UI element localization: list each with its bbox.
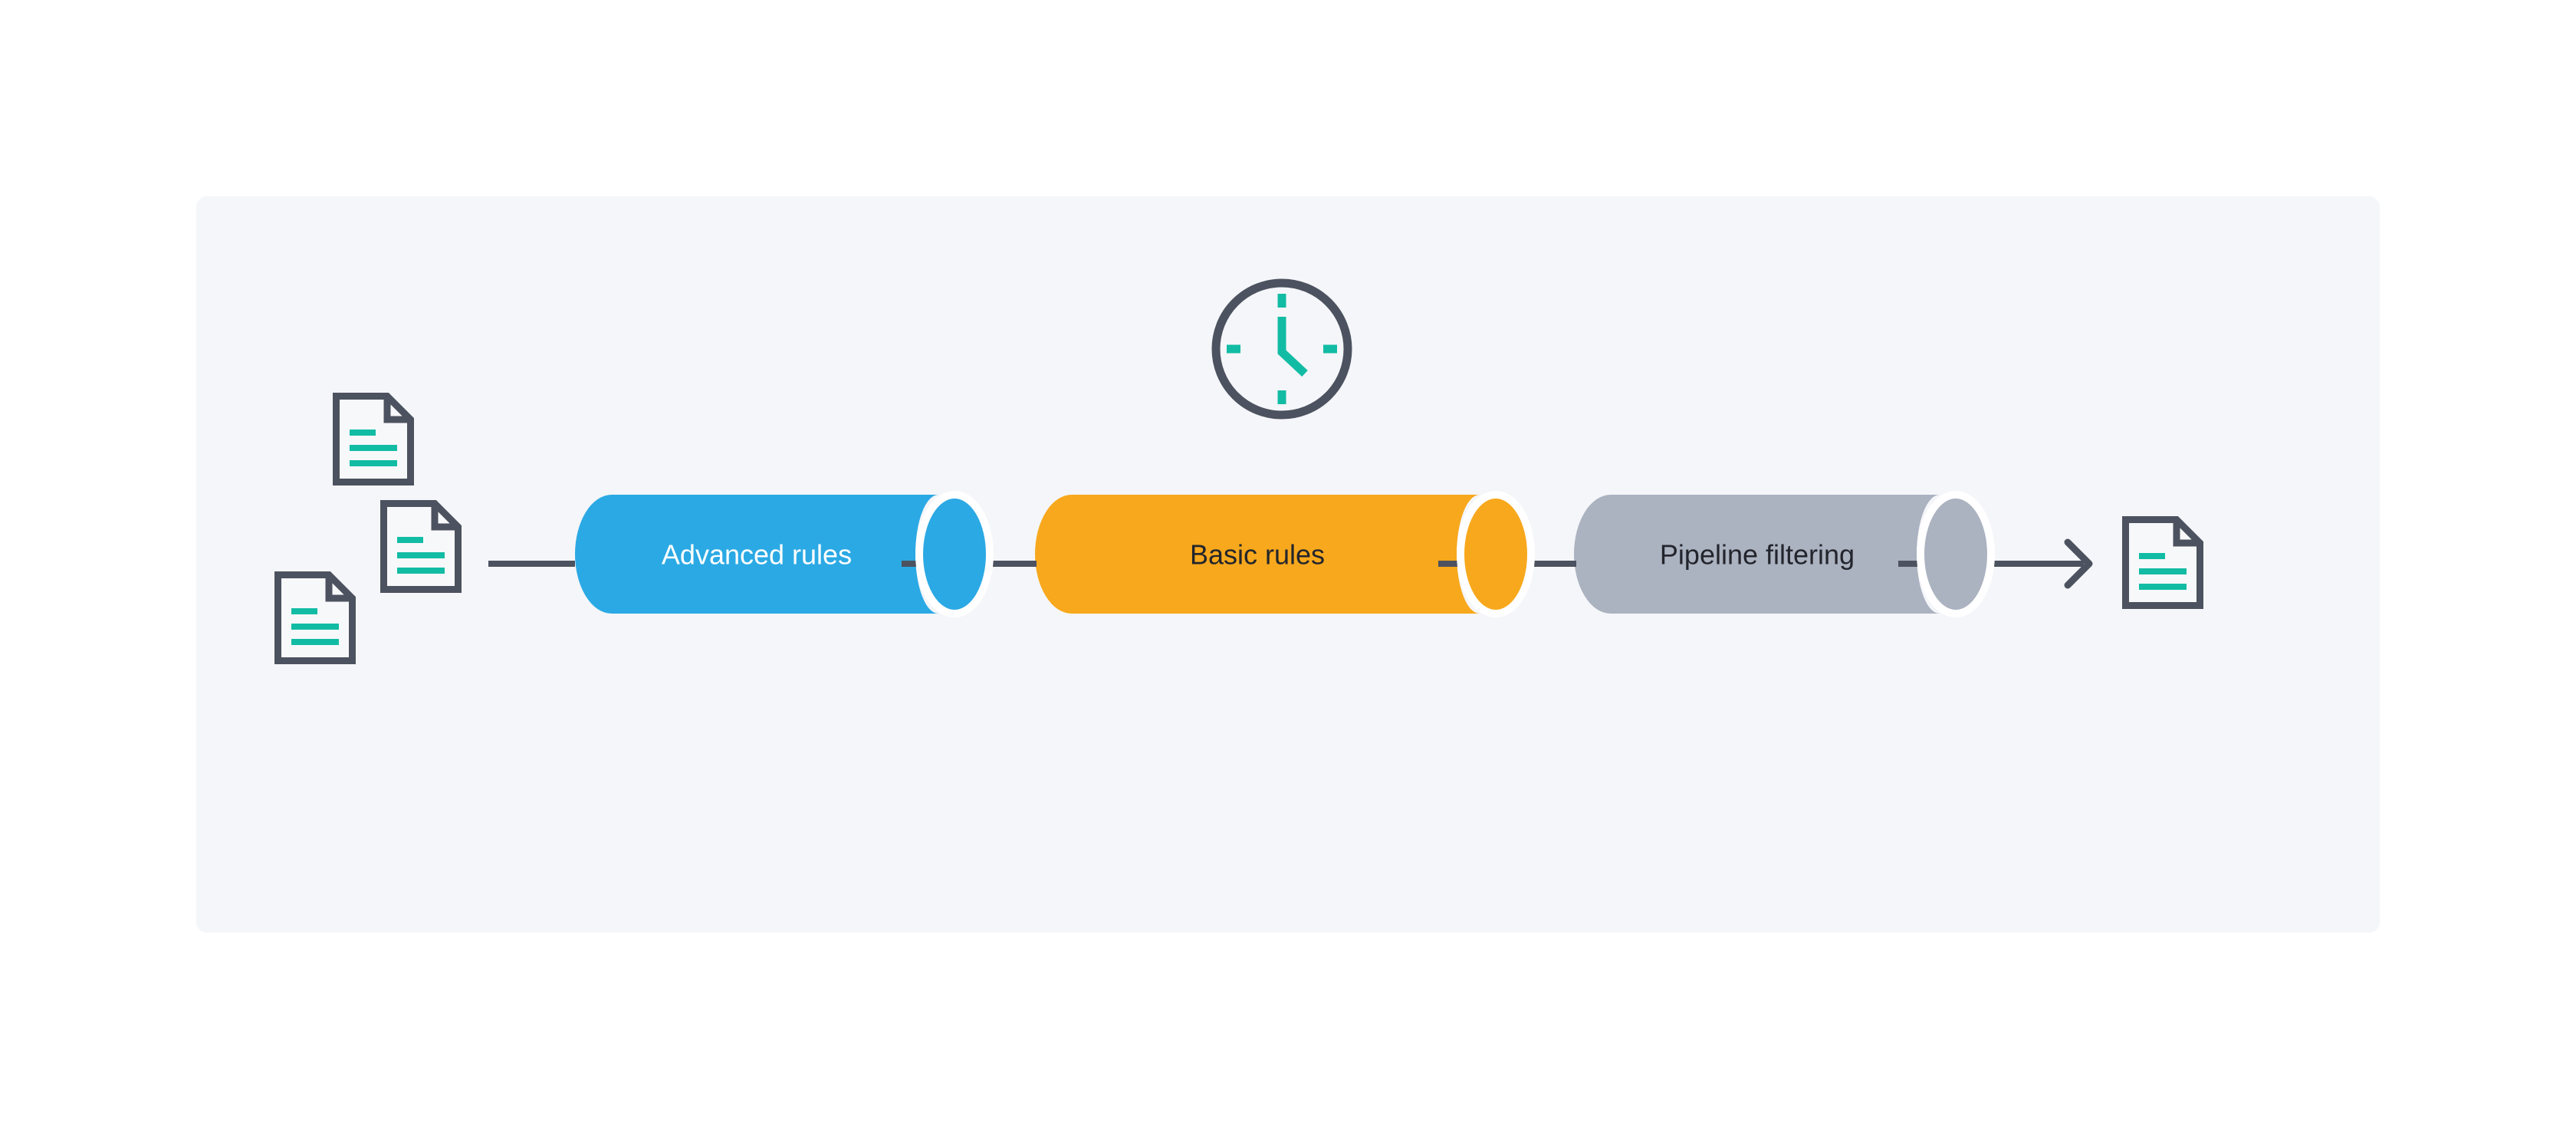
input-document-icon (278, 575, 353, 661)
clock-tick-6 (1277, 390, 1286, 404)
pipeline-diagram: Advanced rules Basic rules Pipeline filt… (196, 278, 2380, 933)
stage-body-advanced-rules (575, 495, 938, 614)
clock-ring (1211, 278, 1352, 420)
stage-body-pipeline-filtering (1574, 495, 1940, 614)
arrow-right-icon (2064, 538, 2093, 589)
stage-label-pipeline-filtering: Pipeline filtering (1660, 539, 1855, 571)
stage-cap-pipeline-filtering (1917, 491, 1995, 617)
clock-hands (1277, 317, 1308, 377)
clock-tick-3 (1323, 344, 1337, 354)
input-document-icon (384, 504, 458, 590)
clock-icon (1211, 278, 1352, 420)
output-document-icon (2126, 520, 2200, 606)
stage-label-basic-rules: Basic rules (1190, 539, 1325, 571)
stage-cap-advanced-rules (915, 491, 994, 617)
diagram-card: Advanced rules Basic rules Pipeline filt… (196, 196, 2380, 933)
stage-cap-basic-rules (1457, 491, 1535, 617)
stage-label-advanced-rules: Advanced rules (662, 539, 852, 571)
clock-tick-12 (1277, 294, 1286, 308)
stage-body-basic-rules (1035, 495, 1480, 614)
clock-tick-9 (1227, 344, 1240, 354)
input-document-icon (337, 397, 411, 482)
